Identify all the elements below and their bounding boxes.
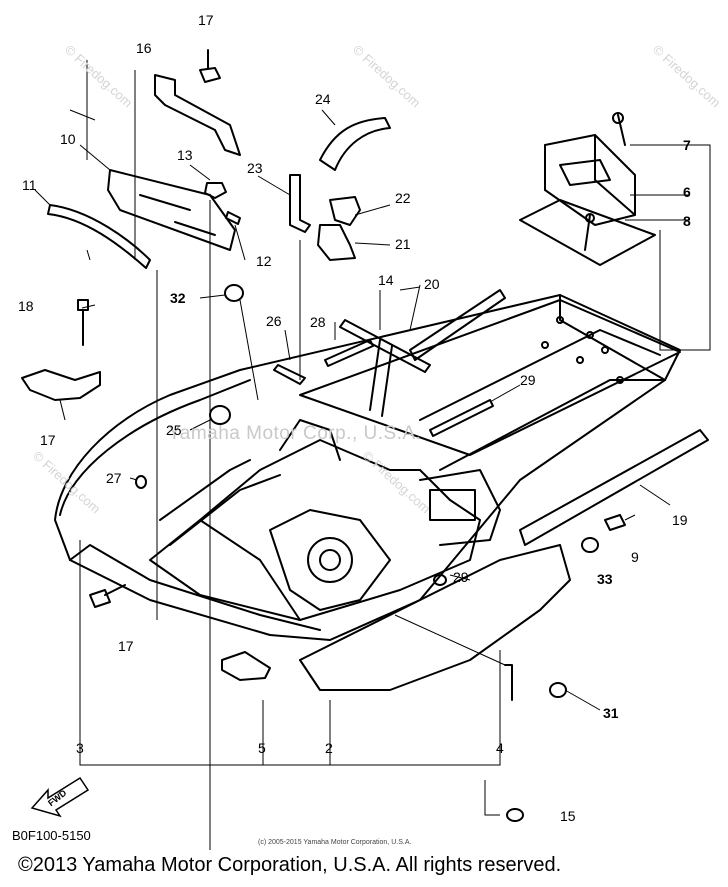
callout-3: 3 <box>76 740 84 756</box>
callout-18: 17 <box>40 432 56 448</box>
drawing-code: B0F100-5150 <box>12 828 91 843</box>
callout-2: 2 <box>325 740 333 756</box>
bracket-16 <box>154 74 241 156</box>
callout-12: 12 <box>256 253 272 269</box>
callout-23: 22 <box>395 190 411 206</box>
callout-14: 14 <box>378 272 394 288</box>
callout-7: 7 <box>683 137 691 153</box>
callout-11: 11 <box>22 177 37 193</box>
callout-13: 13 <box>177 147 193 163</box>
guard-18 <box>21 369 101 401</box>
callout-19: 18 <box>18 298 34 314</box>
callout-15: 15 <box>560 808 576 824</box>
callout-20: 19 <box>672 512 688 528</box>
callout-16: 16 <box>136 40 152 56</box>
callout-30: 29 <box>453 569 469 585</box>
callout-4: 4 <box>496 740 504 756</box>
t-bar-14 <box>339 319 431 373</box>
callout-8: 8 <box>683 213 691 229</box>
callout-9: 9 <box>631 549 639 565</box>
deck-plate <box>299 299 681 456</box>
hull-outline <box>54 294 681 641</box>
watermark: Yamaha Motor Corp., U.S.A. <box>168 423 422 444</box>
fwd-arrow <box>30 776 90 818</box>
callout-28: 27 <box>106 470 122 486</box>
callout-17b: 17 <box>118 638 134 654</box>
callout-29a: 28 <box>310 314 326 330</box>
callout-6: 6 <box>683 184 691 200</box>
side-skirt <box>299 544 571 691</box>
callout-26: 25 <box>166 422 182 438</box>
strip-20 <box>519 429 709 546</box>
callout-29b: 29 <box>520 372 536 388</box>
copyright-footer: ©2013 Yamaha Motor Corporation, U.S.A. A… <box>18 854 562 876</box>
callout-32: 32 <box>170 290 186 306</box>
callout-10: 10 <box>60 131 76 147</box>
callout-24: 23 <box>247 160 263 176</box>
callout-17: 17 <box>198 12 214 28</box>
callout-5: 5 <box>258 740 266 756</box>
callout-21: 20 <box>424 276 440 292</box>
callout-25: 24 <box>315 91 331 107</box>
handle-25 <box>319 117 391 171</box>
callout-31: 31 <box>603 705 619 721</box>
callout-27: 26 <box>266 313 282 329</box>
callout-22: 21 <box>395 236 411 252</box>
callout-33: 33 <box>597 571 613 587</box>
small-copyright: (c) 2005-2015 Yamaha Motor Corporation, … <box>258 839 412 846</box>
bar-11 <box>47 204 151 269</box>
